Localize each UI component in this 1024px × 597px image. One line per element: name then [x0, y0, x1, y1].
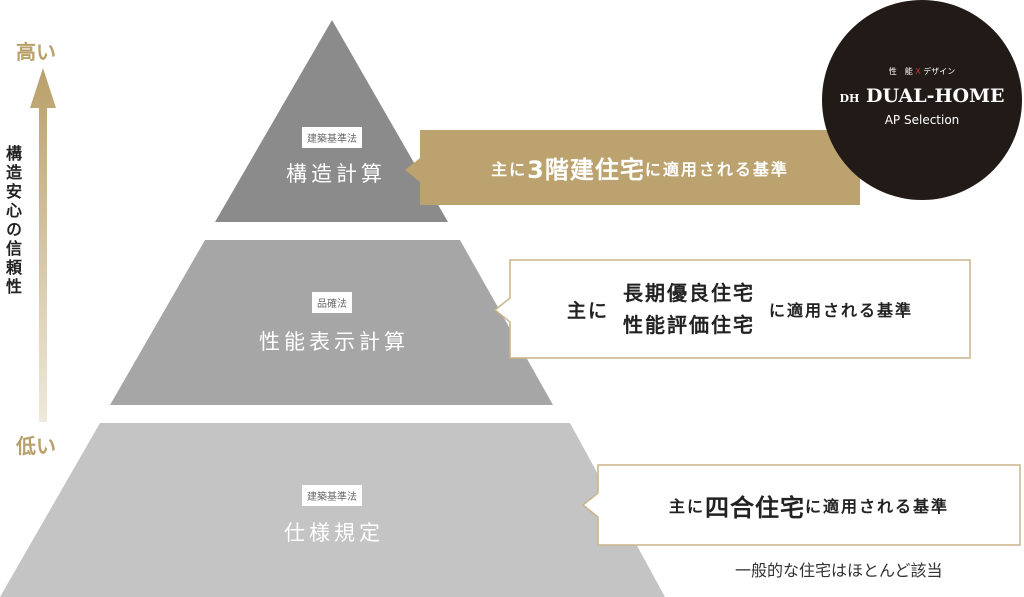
- axis-title: 構造安心の信頼性: [3, 145, 22, 297]
- callout-prefix: 主に: [566, 299, 609, 322]
- tier-bottom-law-tag: 建築基準法: [302, 485, 362, 506]
- logo-brand-row: DH DUAL-HOME: [822, 85, 1022, 107]
- callout-top-box: [405, 130, 860, 205]
- tier-middle-law-tag: 品確法: [312, 292, 352, 313]
- callout-highlight-line: 長期優良住宅: [623, 281, 755, 305]
- pyramid-tier-top: [215, 20, 448, 222]
- callout-suffix: に適用される基準: [805, 497, 950, 516]
- axis-high-label: 高い: [16, 40, 56, 64]
- tier-bottom-title: 仕様規定: [284, 521, 384, 545]
- callout-highlight: 長期優良住宅 性能評価住宅: [623, 277, 755, 341]
- callout-middle-box: [493, 259, 971, 359]
- callout-highlight: 3階建住宅: [527, 156, 645, 184]
- logo-tagline: 性 能 X デザイン: [888, 67, 956, 76]
- callout-prefix: 主に: [668, 497, 705, 516]
- callout-highlight-line: 性能評価住宅: [623, 313, 755, 337]
- logo: 性 能 X デザイン DH DUAL-HOME AP Selection: [822, 0, 1022, 200]
- logo-circle: [822, 0, 1022, 200]
- callout-suffix: に適用される基準: [769, 301, 914, 320]
- callout-top: 主に 3階建住宅 に適用される基準: [420, 130, 860, 205]
- tier-top-law-tag: 建築基準法: [302, 127, 362, 148]
- logo-sub: AP Selection: [884, 113, 960, 127]
- logo-brand: DUAL-HOME: [866, 85, 1005, 107]
- callout-bottom: 主に 四合住宅 に適用される基準: [598, 465, 1020, 545]
- callout-bottom-box: [581, 464, 1021, 546]
- logo-mark: DH: [839, 92, 860, 105]
- callout-highlight: 四合住宅: [705, 493, 805, 522]
- footnote: 一般的な住宅はほとんど該当: [735, 561, 943, 580]
- logo-tagline-left: 性 能: [888, 67, 913, 76]
- callout-middle: 主に 長期優良住宅 性能評価住宅 に適用される基準: [510, 260, 970, 358]
- callout-prefix: 主に: [491, 159, 528, 179]
- tier-top-title: 構造計算: [286, 162, 386, 186]
- logo-tagline-right: デザイン: [923, 67, 956, 76]
- arrow-up-icon: [30, 68, 56, 422]
- axis-low-label: 低い: [16, 434, 56, 458]
- pyramid-tier-bottom: [0, 423, 665, 597]
- callout-suffix: に適用される基準: [644, 159, 789, 179]
- pyramid-tier-middle: [110, 240, 553, 405]
- tier-middle-title: 性能表示計算: [259, 330, 409, 354]
